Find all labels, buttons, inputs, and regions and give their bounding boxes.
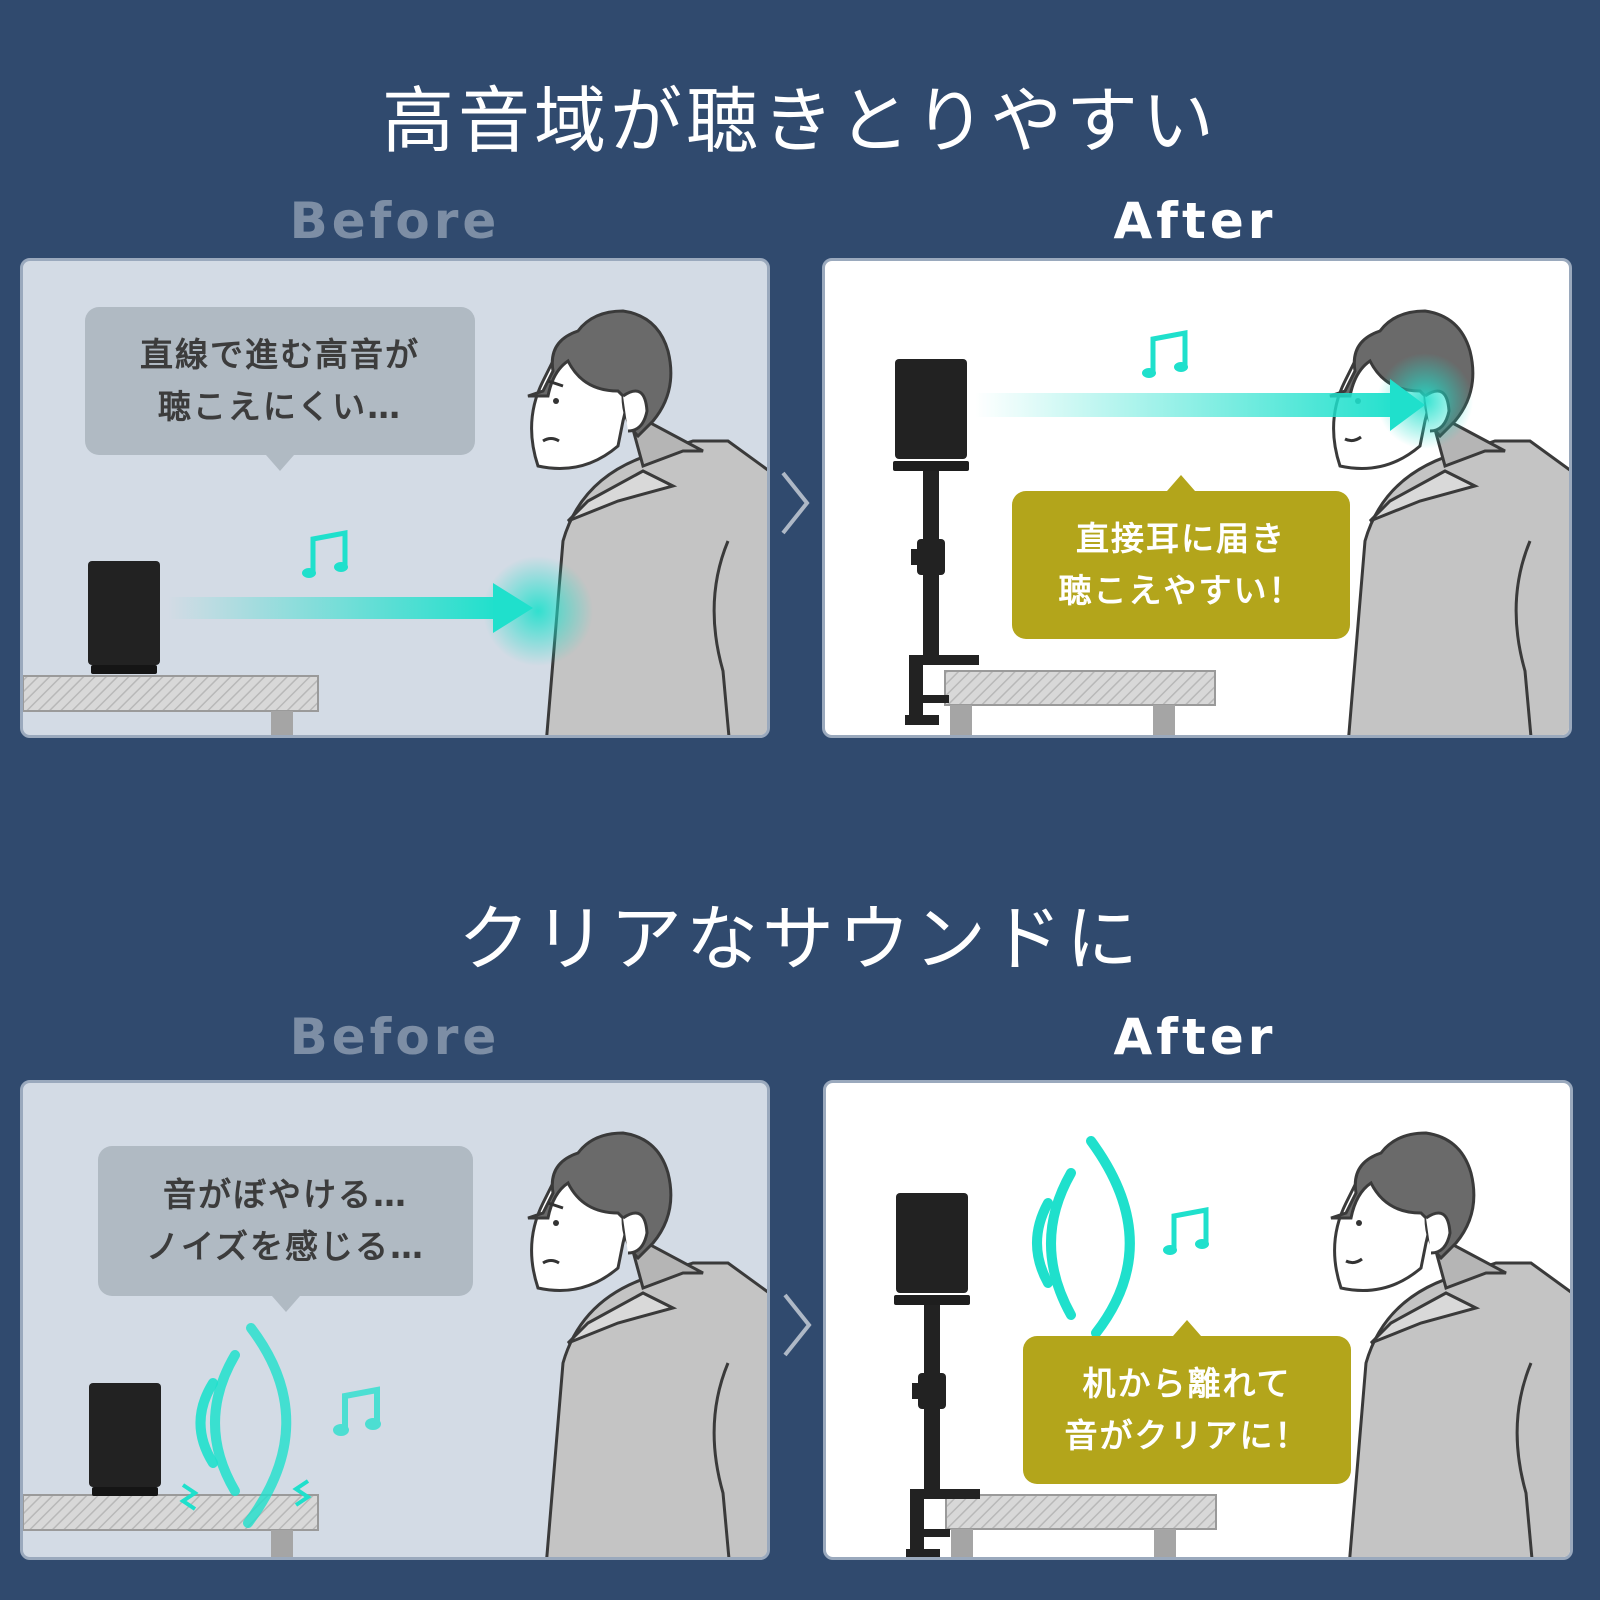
person-frowning bbox=[526, 1131, 767, 1557]
speaker bbox=[88, 561, 160, 665]
after-label: After bbox=[1113, 1008, 1277, 1066]
person-frowning bbox=[526, 309, 767, 735]
after-label: After bbox=[1113, 192, 1277, 250]
before-label: Before bbox=[289, 192, 501, 250]
before-label: Before bbox=[289, 1008, 501, 1066]
after-illustration-treble bbox=[893, 309, 1569, 735]
speech-bubble-after: 直接耳に届き 聴こえやすい！ bbox=[1012, 475, 1350, 639]
before-illustration-clear-sound bbox=[23, 1131, 767, 1557]
noise-zigzag bbox=[292, 1479, 312, 1507]
sound-impact-glow bbox=[483, 556, 593, 666]
speaker bbox=[89, 1383, 161, 1487]
bubble-line-1: 直線で進む高音が bbox=[140, 335, 420, 374]
speech-bubble-before: 音がぼやける… ノイズを感じる… bbox=[98, 1146, 473, 1312]
bubble-line-2: 音がクリアに！ bbox=[1064, 1416, 1310, 1455]
music-note-icon bbox=[333, 1386, 381, 1436]
desk-leg bbox=[950, 705, 972, 735]
section-title-treble: 高音域が聴きとりやすい bbox=[381, 79, 1218, 163]
before-illustration-treble bbox=[23, 309, 767, 735]
after-panel-treble: 直接耳に届き 聴こえやすい！ bbox=[822, 258, 1572, 738]
before-panel-clear-sound: 音がぼやける… ノイズを感じる… bbox=[20, 1080, 770, 1560]
speaker-base bbox=[91, 665, 157, 674]
desk-leg bbox=[951, 1529, 973, 1557]
desk bbox=[945, 1494, 1217, 1530]
bubble-line-1: 机から離れて bbox=[1082, 1364, 1292, 1403]
sound-beam bbox=[975, 393, 1405, 417]
desk-leg bbox=[271, 1530, 293, 1557]
section-title-clear-sound: クリアなサウンドに bbox=[457, 897, 1142, 981]
person-neutral bbox=[1329, 1131, 1570, 1557]
noise-zigzag bbox=[179, 1483, 199, 1511]
desk bbox=[23, 675, 319, 712]
music-note-icon bbox=[1163, 1206, 1209, 1255]
desk-leg bbox=[1154, 1529, 1176, 1557]
desk-leg bbox=[271, 711, 293, 735]
arrow-head bbox=[1390, 379, 1425, 431]
music-note-icon bbox=[1142, 329, 1188, 378]
after-panel-clear-sound: 机から離れて 音がクリアに！ bbox=[823, 1080, 1573, 1560]
music-note-icon bbox=[302, 529, 348, 578]
speech-bubble-before: 直線で進む高音が 聴こえにくい… bbox=[85, 307, 475, 471]
chevron-right-icon bbox=[783, 1293, 812, 1357]
sound-beam bbox=[168, 597, 498, 619]
bubble-line-1: 直接耳に届き bbox=[1076, 519, 1286, 558]
bubble-line-1: 音がぼやける… bbox=[163, 1175, 408, 1214]
bubble-line-2: ノイズを感じる… bbox=[145, 1227, 425, 1266]
bubble-line-2: 聴こえにくい… bbox=[157, 387, 403, 426]
speaker-base bbox=[92, 1487, 158, 1496]
after-illustration-clear-sound bbox=[894, 1131, 1570, 1557]
sound-waves-muffled bbox=[195, 1323, 292, 1528]
speech-bubble-after: 机から離れて 音がクリアに！ bbox=[1023, 1320, 1351, 1484]
before-panel-treble: 直線で進む高音が 聴こえにくい… bbox=[20, 258, 770, 738]
chevron-right-icon bbox=[781, 471, 810, 535]
desk-leg bbox=[1153, 705, 1175, 735]
desk bbox=[944, 670, 1216, 706]
desk bbox=[23, 1494, 319, 1531]
arrow-head bbox=[493, 583, 533, 633]
bubble-line-2: 聴こえやすい！ bbox=[1058, 571, 1304, 610]
sound-waves-clear bbox=[1032, 1136, 1135, 1338]
ear-glow bbox=[1377, 353, 1473, 449]
